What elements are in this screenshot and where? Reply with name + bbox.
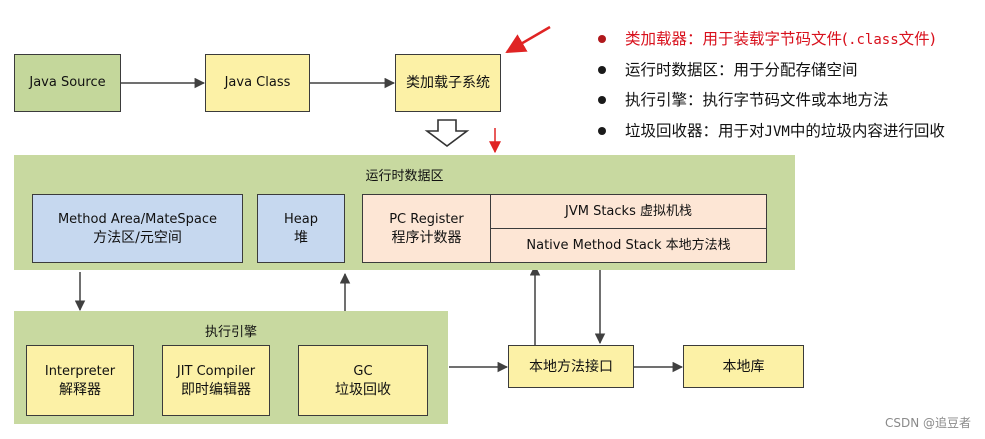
- jvm-stacks-label: JVM Stacks 虚拟机栈: [565, 203, 692, 219]
- class-loader-label: 类加载子系统: [406, 75, 490, 91]
- native-library-label: 本地库: [722, 358, 765, 375]
- bullet-icon: [598, 65, 606, 74]
- hollow-down-arrow: [424, 119, 470, 147]
- native-method-stack-box: Native Method Stack 本地方法栈: [490, 228, 767, 263]
- legend-list: 类加载器：用于装载字节码文件(.class文件) 运行时数据区：用于分配存储空间…: [598, 24, 945, 146]
- legend-text: 垃圾回收器：用于对: [625, 121, 765, 140]
- interpreter-line2: 解释器: [59, 381, 101, 398]
- bullet-icon: [598, 35, 606, 43]
- watermark: CSDN @追豆者: [884, 416, 971, 430]
- native-interface-box: 本地方法接口: [508, 345, 634, 388]
- method-area-box: Method Area/MateSpace 方法区/元空间: [32, 194, 243, 263]
- pc-register-box: PC Register 程序计数器: [362, 194, 491, 263]
- legend-text: 执行引擎：执行字节码文件或本地方法: [625, 91, 889, 109]
- native-interface-label: 本地方法接口: [529, 358, 613, 375]
- java-class-box: Java Class: [205, 54, 310, 112]
- jit-compiler-box: JIT Compiler 即时编辑器: [162, 345, 270, 416]
- jit-compiler-line2: 即时编辑器: [181, 381, 251, 398]
- native-method-stack-label: Native Method Stack 本地方法栈: [526, 237, 731, 253]
- bullet-icon: [598, 96, 606, 104]
- legend-item-class-loader: 类加载器：用于装载字节码文件(.class文件): [598, 24, 945, 55]
- interpreter-box: Interpreter 解释器: [26, 345, 134, 416]
- legend-code: .class: [848, 32, 899, 48]
- java-source-box: Java Source: [14, 54, 121, 112]
- gc-line1: GC: [353, 363, 373, 379]
- legend-code: JVM: [764, 123, 790, 140]
- gc-box: GC 垃圾回收: [298, 345, 428, 416]
- method-area-line1: Method Area/MateSpace: [57, 211, 218, 227]
- jit-compiler-line1: JIT Compiler: [176, 363, 256, 379]
- bullet-icon: [598, 126, 606, 135]
- red-pointer-arrow: [505, 25, 551, 54]
- legend-text: 类加载器：用于装载字节码文件(: [625, 30, 849, 48]
- class-loader-box: 类加载子系统: [395, 54, 501, 112]
- gc-line2: 垃圾回收: [335, 381, 391, 398]
- interpreter-line1: Interpreter: [44, 363, 116, 379]
- legend-text-suffix: 中的垃圾内容进行回收: [789, 121, 945, 140]
- jvm-stacks-box: JVM Stacks 虚拟机栈: [490, 194, 767, 229]
- legend-item-runtime-area: 运行时数据区：用于分配存储空间: [598, 55, 945, 86]
- native-library-box: 本地库: [683, 345, 804, 388]
- legend-item-garbage-collector: 垃圾回收器：用于对JVM中的垃圾内容进行回收: [598, 116, 945, 147]
- heap-box: Heap 堆: [257, 194, 345, 263]
- legend-item-execution-engine: 执行引擎：执行字节码文件或本地方法: [598, 85, 945, 116]
- pc-register-line1: PC Register: [389, 211, 464, 227]
- legend-text: 运行时数据区：用于分配存储空间: [625, 60, 858, 79]
- method-area-line2: 方法区/元空间: [93, 229, 182, 246]
- runtime-data-area-title: 运行时数据区: [365, 169, 444, 184]
- execution-engine-title: 执行引擎: [204, 325, 257, 340]
- legend-text-suffix: 文件): [898, 30, 936, 48]
- java-source-label: Java Source: [29, 75, 106, 90]
- heap-line1: Heap: [284, 211, 318, 227]
- heap-line2: 堆: [294, 229, 308, 246]
- java-class-label: Java Class: [224, 75, 291, 90]
- pc-register-line2: 程序计数器: [391, 229, 462, 246]
